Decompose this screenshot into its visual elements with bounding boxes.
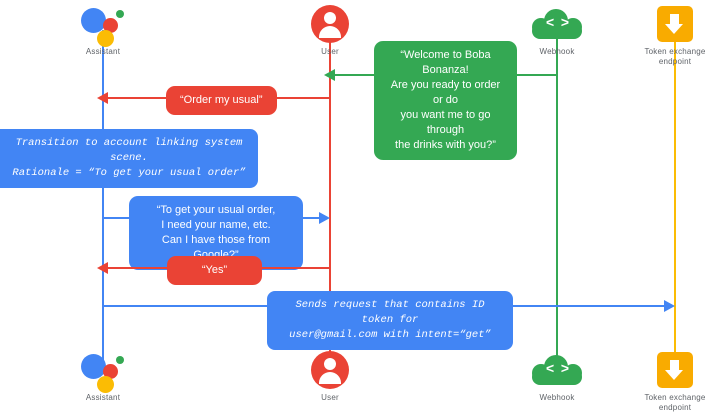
lifeline-user [329, 30, 331, 360]
actor-webhook-top: < > Webhook [497, 4, 617, 57]
user-avatar-icon [270, 350, 390, 390]
actor-label-assistant-bottom: Assistant [85, 393, 121, 402]
message-bubble-order-my-usual: “Order my usual” [166, 86, 277, 115]
actor-webhook-bottom: < > Webhook [497, 350, 617, 403]
code-brackets-glyph: < > [545, 362, 569, 378]
cloud-code-icon: < > [497, 4, 617, 44]
google-assistant-icon [43, 4, 163, 47]
lifeline-webhook [556, 30, 558, 360]
arrow-head-sends-request [664, 300, 675, 312]
actor-assistant-bottom: Assistant [43, 350, 163, 403]
note-transition-account-linking: Transition to account linking system sce… [0, 129, 258, 188]
actor-label-assistant-top: Assistant [85, 47, 121, 56]
actor-label-user-top: User [321, 47, 339, 56]
cloud-code-icon: < > [497, 350, 617, 390]
google-assistant-icon [43, 350, 163, 393]
message-bubble-yes: “Yes” [167, 256, 262, 285]
arrow-head-yes [97, 262, 108, 274]
arrow-head-welcome [324, 69, 335, 81]
arrow-head-order-my-usual [97, 92, 108, 104]
lifeline-token-exchange-endpoint [674, 30, 676, 360]
user-avatar-icon [270, 4, 390, 44]
actor-token-endpoint-bottom: Token exchange endpoint [615, 350, 725, 413]
arrow-head-need-your-name [319, 212, 330, 224]
message-bubble-welcome: “Welcome to Boba Bonanza! Are you ready … [374, 41, 517, 160]
note-sends-request-id-token: Sends request that contains ID token for… [267, 291, 513, 350]
actor-label-token-endpoint-bottom: Token exchange endpoint [644, 393, 706, 412]
actor-label-token-endpoint-top: Token exchange endpoint [644, 47, 706, 66]
lifeline-assistant [102, 30, 104, 360]
actor-label-webhook-top: Webhook [539, 47, 575, 56]
actor-token-endpoint-top: Token exchange endpoint [615, 4, 725, 67]
actor-assistant-top: Assistant [43, 4, 163, 57]
download-box-icon [615, 350, 725, 390]
code-brackets-glyph: < > [545, 16, 569, 32]
actor-user-bottom: User [270, 350, 390, 403]
actor-user-top: User [270, 4, 390, 57]
download-box-icon [615, 4, 725, 44]
actor-label-webhook-bottom: Webhook [539, 393, 575, 402]
actor-label-user-bottom: User [321, 393, 339, 402]
